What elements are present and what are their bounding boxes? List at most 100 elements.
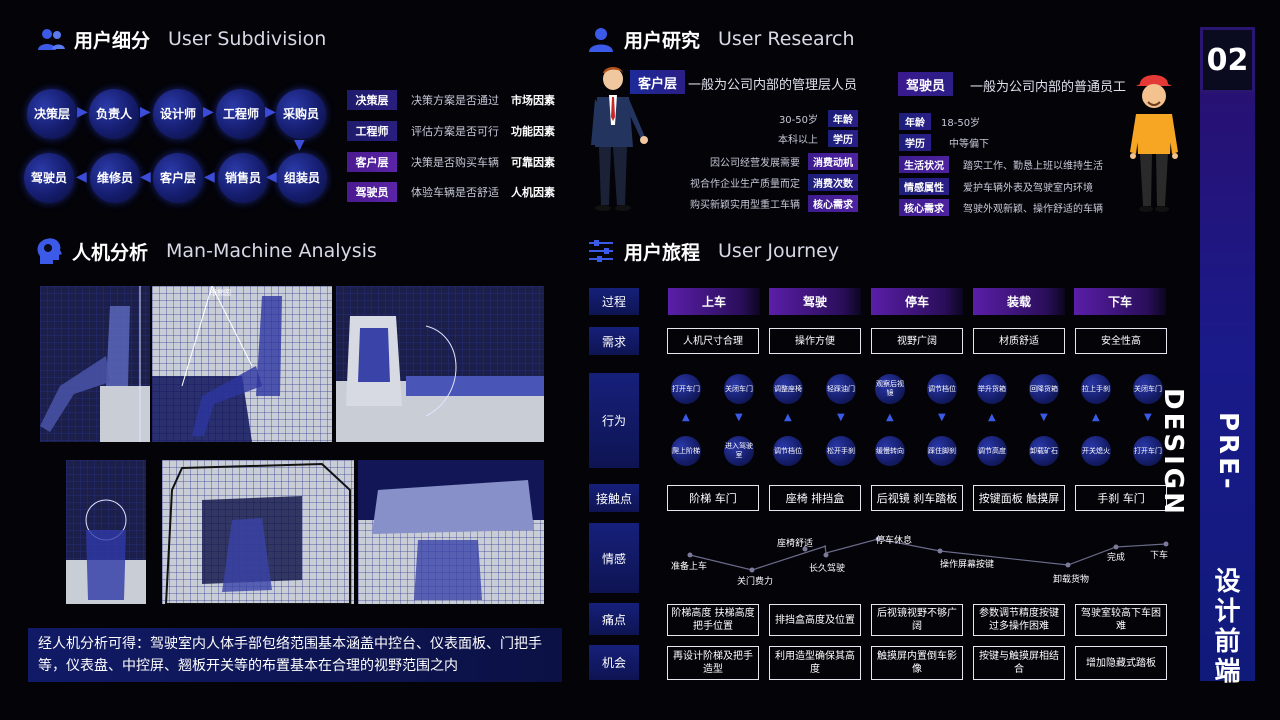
row-label-emotion: 情感 bbox=[589, 523, 639, 593]
touchpoint-box: 按键面板 触摸屏 bbox=[973, 485, 1065, 511]
touchpoint-box: 后视镜 刹车踏板 bbox=[871, 485, 963, 511]
driver-label: 学历 bbox=[899, 134, 931, 151]
sliders-icon bbox=[589, 240, 613, 262]
role-factor: 市场因素 bbox=[511, 94, 555, 107]
node-assembler: 组装员 bbox=[277, 153, 327, 203]
driver-row: 学历 中等偏下 bbox=[899, 134, 989, 151]
touchpoint-box: 阶梯 车门 bbox=[667, 485, 759, 511]
role-factor: 功能因素 bbox=[511, 125, 555, 138]
node-decision: 决策层 bbox=[27, 89, 77, 139]
action-bubble: 回降货箱 bbox=[1029, 374, 1059, 404]
driver-row: 核心需求 驾驶外观新颖、操作舒适的车辆 bbox=[899, 199, 1103, 216]
subdivision-title: 用户细分 bbox=[74, 29, 151, 52]
action-bubble: 举升货箱 bbox=[977, 374, 1007, 404]
arrow-left-icon: ◀ bbox=[76, 169, 87, 185]
role-row: 客户层 决策是否购买车辆 可靠因素 bbox=[347, 152, 555, 172]
client-row: 30-50岁 年龄 bbox=[690, 110, 858, 127]
arrow-right-icon: ▶ bbox=[77, 104, 88, 120]
arrow-left-icon: ◀ bbox=[266, 169, 277, 185]
arrow-up-icon: ▲ bbox=[988, 412, 996, 423]
arrow-right-icon: ▶ bbox=[203, 104, 214, 120]
action-bubble: 松开手刹 bbox=[826, 436, 856, 466]
user-icon bbox=[589, 28, 613, 52]
driver-label: 生活状况 bbox=[899, 156, 949, 173]
role-desc: 体验车辆是否舒适 bbox=[411, 186, 499, 199]
client-label: 年龄 bbox=[828, 110, 858, 127]
role-tag: 驾驶员 bbox=[347, 182, 397, 202]
need-box: 操作方便 bbox=[769, 328, 861, 354]
row-label-pain: 痛点 bbox=[589, 603, 639, 635]
action-bubble: 进入驾驶室 bbox=[724, 436, 754, 466]
opportunity-box: 增加隐藏式踏板 bbox=[1075, 646, 1167, 680]
role-factor: 可靠因素 bbox=[511, 156, 555, 169]
action-bubble: 轻踩油门 bbox=[826, 374, 856, 404]
arrow-up-icon: ▲ bbox=[1092, 412, 1100, 423]
role-desc: 决策方案是否通过 bbox=[411, 94, 499, 107]
need-box: 视野广阔 bbox=[871, 328, 963, 354]
analysis-title: 人机分析 bbox=[72, 241, 149, 264]
node-client: 客户层 bbox=[153, 153, 203, 203]
emotion-curve bbox=[687, 536, 1169, 573]
arrow-up-icon: ▼ bbox=[1144, 412, 1152, 423]
driver-label: 年龄 bbox=[899, 113, 931, 130]
driver-tag: 驾驶员 bbox=[898, 72, 954, 96]
arrow-up-icon: ▼ bbox=[1040, 412, 1048, 423]
arrow-right-icon: ▶ bbox=[265, 104, 276, 120]
section-title-cn-text: 设计前端 bbox=[1214, 567, 1241, 687]
eye-ellipse-label: 眼椭圆 bbox=[210, 289, 231, 297]
pain-box: 驾驶室较高下车困难 bbox=[1075, 604, 1167, 636]
driver-row: 生活状况 踏实工作、勤恳上班以维持生活 bbox=[899, 156, 1103, 173]
driver-desc: 一般为公司内部的普通员工 bbox=[970, 80, 1127, 95]
role-row: 决策层 决策方案是否通过 市场因素 bbox=[347, 90, 555, 110]
role-tag: 工程师 bbox=[347, 121, 397, 141]
pain-box: 排挡盒高度及位置 bbox=[769, 604, 861, 636]
touchpoint-box: 手刹 车门 bbox=[1075, 485, 1167, 511]
section-number: 02 bbox=[1200, 27, 1255, 93]
node-engineer: 工程师 bbox=[216, 89, 266, 139]
role-row: 工程师 评估方案是否可行 功能因素 bbox=[347, 121, 555, 141]
stage-drive: 驾驶 bbox=[769, 288, 861, 315]
action-bubble: 缓慢转向 bbox=[875, 436, 905, 466]
opportunity-box: 触摸屏内置倒车影像 bbox=[871, 646, 963, 680]
row-label-behavior: 行为 bbox=[589, 373, 639, 468]
research-header: 用户研究 User Research bbox=[586, 24, 855, 54]
action-bubble: 爬上阶梯 bbox=[671, 436, 701, 466]
client-value: 本科以上 bbox=[778, 135, 818, 146]
action-bubble: 调节档位 bbox=[773, 436, 803, 466]
pain-box: 参数调节精度按键过多操作困难 bbox=[973, 604, 1065, 636]
need-box: 材质舒适 bbox=[973, 328, 1065, 354]
node-seller: 销售员 bbox=[218, 153, 268, 203]
side-banner: 02 PRE-DESIGN 设计前端 bbox=[1158, 27, 1255, 687]
action-bubble: 卸载矿石 bbox=[1029, 436, 1059, 466]
client-row: 因公司经营发展需要 消费动机 bbox=[680, 153, 858, 170]
client-label: 消费动机 bbox=[808, 153, 858, 170]
subdivision-header: 用户细分 User Subdivision bbox=[36, 24, 326, 54]
section-title-en: PRE-DESIGN bbox=[1158, 387, 1243, 517]
client-value: 30-50岁 bbox=[778, 115, 818, 126]
arrow-up-icon: ▼ bbox=[837, 412, 845, 423]
journey-title-en: User Journey bbox=[718, 240, 840, 262]
node-purchaser: 采购员 bbox=[276, 89, 326, 139]
client-row: 视合作企业生产质量而定 消费次数 bbox=[660, 174, 858, 191]
pain-box: 阶梯高度 扶梯高度把手位置 bbox=[667, 604, 759, 636]
action-bubble: 踩住脚刹 bbox=[927, 436, 957, 466]
ergonomic-drawing bbox=[358, 460, 544, 604]
action-bubble: 关闭车门 bbox=[1133, 374, 1163, 404]
stage-park: 停车 bbox=[871, 288, 963, 315]
users-icon bbox=[38, 29, 65, 50]
opportunity-box: 按键与触摸屏相结合 bbox=[973, 646, 1065, 680]
role-row: 驾驶员 体验车辆是否舒适 人机因素 bbox=[347, 182, 555, 202]
emotion-label: 完成 bbox=[1107, 553, 1126, 563]
driver-label: 核心需求 bbox=[899, 199, 949, 216]
row-label-needs: 需求 bbox=[589, 327, 639, 355]
ergonomic-drawing bbox=[336, 286, 544, 442]
journey-header: 用户旅程 User Journey bbox=[586, 236, 839, 266]
node-driver: 驾驶员 bbox=[24, 153, 74, 203]
emotion-label: 卸载货物 bbox=[1053, 575, 1090, 585]
client-label: 消费次数 bbox=[808, 174, 858, 191]
client-row: 本科以上 学历 bbox=[690, 130, 858, 147]
role-tag: 决策层 bbox=[347, 90, 397, 110]
role-tag: 客户层 bbox=[347, 152, 397, 172]
need-box: 人机尺寸合理 bbox=[667, 328, 759, 354]
driver-row: 年龄 18-50岁 bbox=[899, 113, 980, 130]
